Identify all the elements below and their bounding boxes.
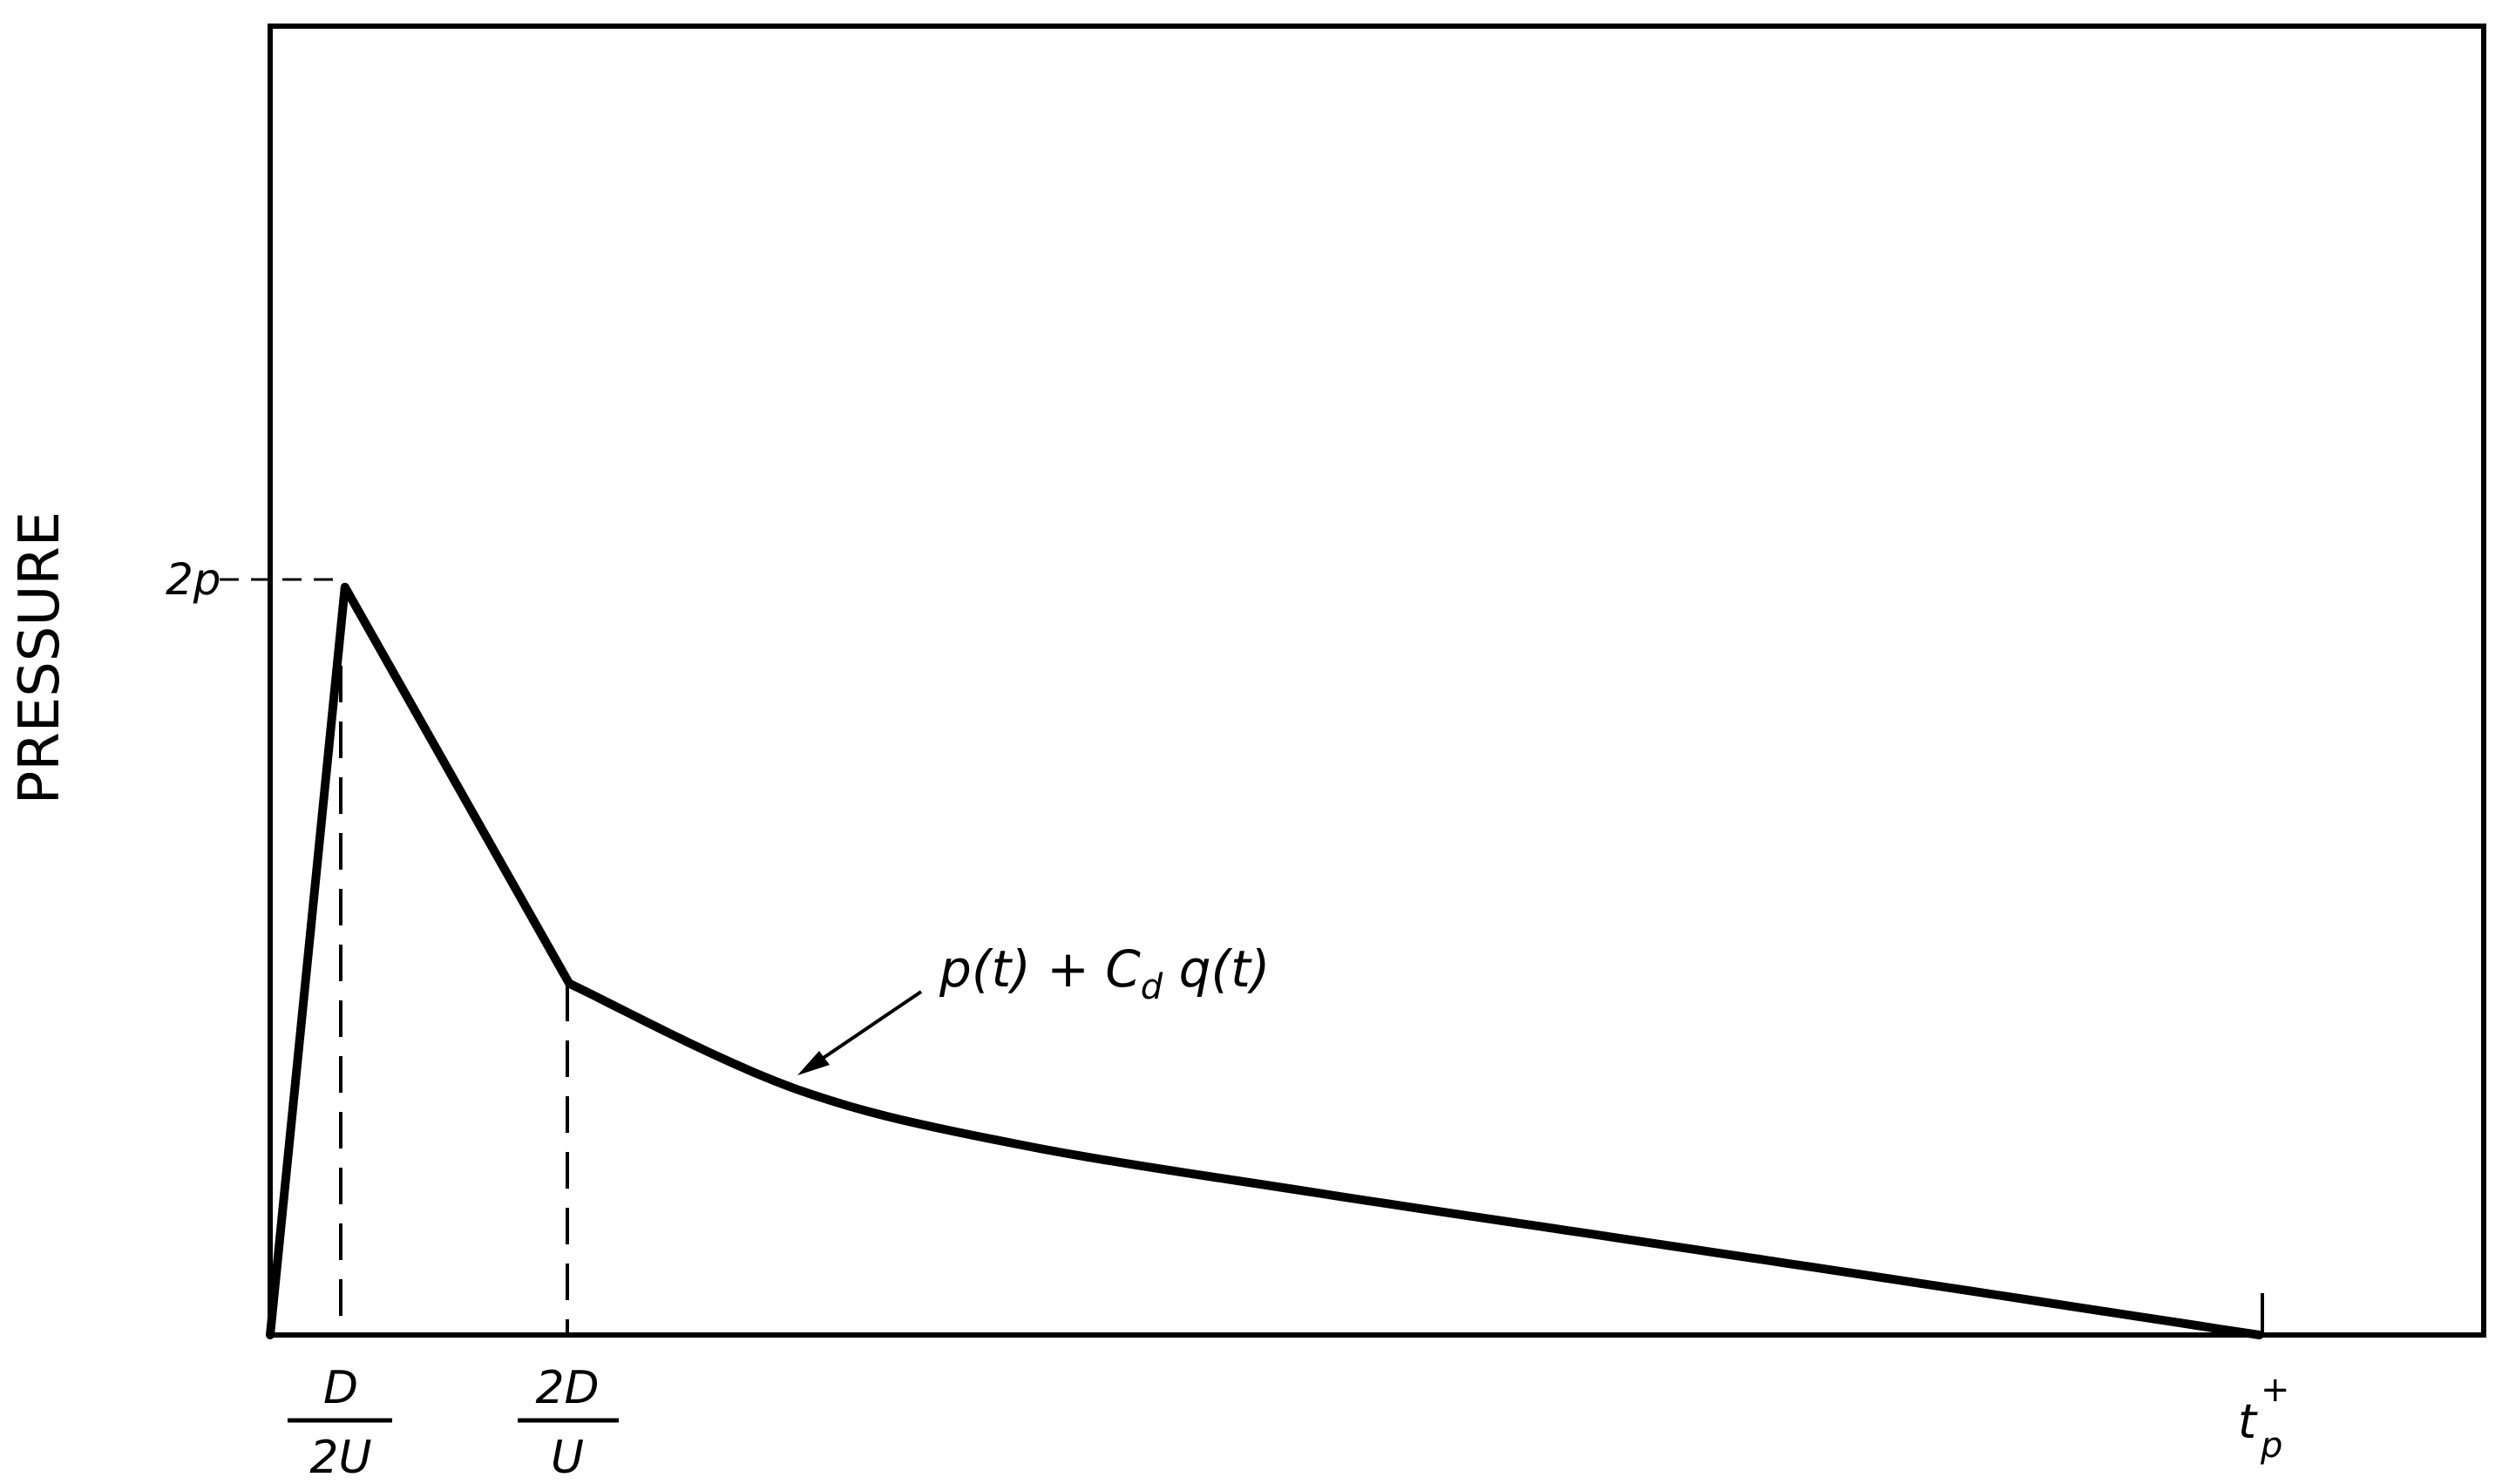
annotation-arrowhead: [797, 1051, 830, 1075]
x-tick-denominator: 2U: [309, 1432, 371, 1484]
x-tick-superscript: +: [2261, 1370, 2290, 1410]
series-annotation: p(t) + Cd q(t): [939, 939, 1270, 1007]
x-tick-label-d-over-2u: D 2U: [288, 1362, 392, 1484]
annotation-subscript: d: [1141, 967, 1163, 1007]
x-tick-subscript: p: [2260, 1426, 2282, 1466]
x-tick-numerator: D: [323, 1362, 358, 1414]
plot-frame: [268, 24, 2486, 1338]
series-line: [266, 582, 2264, 1339]
annotation-arrow-shaft: [809, 990, 923, 1068]
y-tick-label: 2p: [166, 554, 221, 605]
annotation-main: p(t) + C: [939, 939, 1141, 999]
x-tick-symbol: t: [2238, 1394, 2258, 1449]
annotation-tail: q(t): [1163, 939, 1270, 999]
y-axis-label: PRESSURE: [8, 512, 72, 805]
x-tick-denominator: U: [551, 1432, 584, 1484]
x-tick-label-2d-over-u: 2D U: [518, 1362, 619, 1484]
x-tick-label-tp: t + p: [2238, 1370, 2290, 1466]
x-tick-numerator: 2D: [535, 1362, 599, 1414]
